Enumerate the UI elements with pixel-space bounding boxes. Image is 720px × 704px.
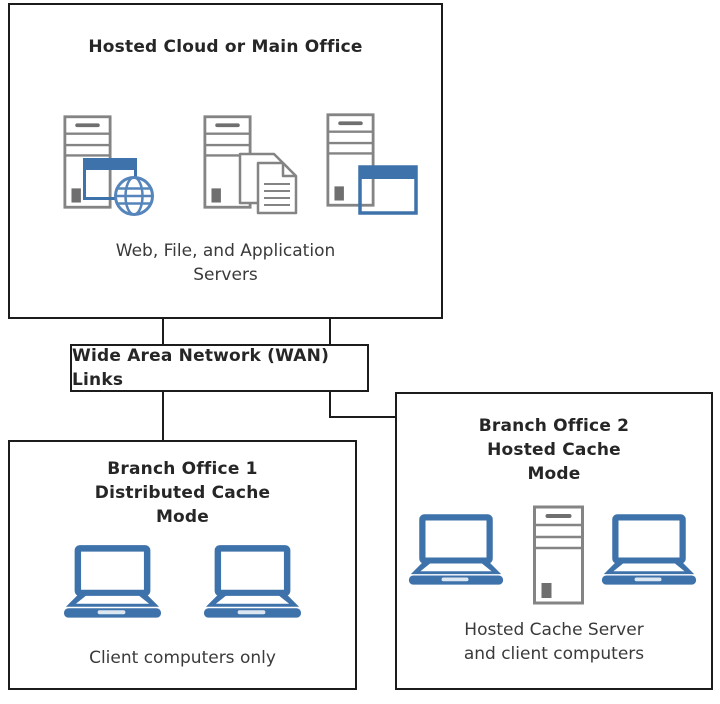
title-line: Branch Office 1: [107, 459, 258, 479]
wan-to-branch2-link-horizontal: [329, 416, 397, 418]
caption-line: Hosted Cache Server: [464, 620, 644, 640]
title-line: Mode: [527, 464, 581, 484]
main-office-caption: Web, File, and Application Servers: [10, 239, 441, 287]
branch-office-1-box: Branch Office 1 Distributed Cache Mode C…: [8, 440, 357, 690]
wan-to-branch1-link: [162, 390, 164, 442]
laptop-icon: [600, 514, 698, 590]
laptop-icon: [407, 514, 505, 590]
wan-links-box: Wide Area Network (WAN) Links: [70, 344, 369, 392]
branch-office-2-title: Branch Office 2 Hosted Cache Mode: [397, 414, 711, 486]
branch-office-1-caption: Client computers only: [89, 648, 276, 668]
main-office-box: Hosted Cloud or Main Office Web, File, a…: [8, 3, 443, 319]
wan-to-branch2-link-vertical: [329, 390, 331, 418]
laptop-icon: [202, 545, 303, 623]
title-line: Mode: [155, 507, 210, 527]
main-office-title: Hosted Cloud or Main Office: [88, 37, 363, 57]
laptop-icon: [62, 545, 163, 623]
main-to-wan-link-right: [329, 318, 331, 346]
globe-icon: [113, 175, 155, 217]
application-window-icon: [358, 165, 418, 215]
title-line: Distributed Cache: [94, 483, 271, 503]
title-line: Branch Office 2: [478, 416, 630, 436]
server-tower-icon: [532, 505, 585, 605]
branch-office-2-caption: Hosted Cache Server and client computers: [397, 618, 711, 666]
caption-line: Servers: [193, 265, 258, 285]
caption-line: Web, File, and Application: [115, 241, 336, 261]
caption-line: and client computers: [463, 644, 645, 664]
title-line: Hosted Cache: [487, 440, 621, 460]
main-to-wan-link-left: [162, 318, 164, 346]
wan-links-label: Wide Area Network (WAN) Links: [72, 346, 330, 390]
branch-office-2-box: Branch Office 2 Hosted Cache Mode Hosted…: [395, 392, 713, 690]
documents-icon: [238, 152, 308, 215]
branch-office-1-title: Branch Office 1 Distributed Cache Mode: [10, 457, 355, 529]
